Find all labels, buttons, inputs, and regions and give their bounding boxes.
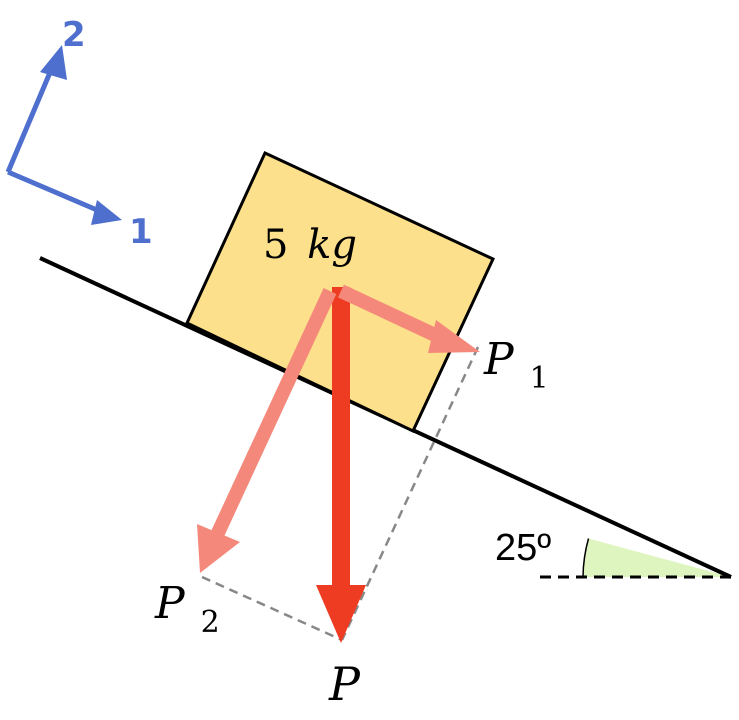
construction-lines <box>201 346 480 642</box>
axis-2-label: 2 <box>62 15 86 55</box>
axes-icon: 2 1 <box>5 15 153 252</box>
perpendicular-force-symbol: P <box>154 578 186 629</box>
angle-arc <box>582 538 590 578</box>
axis-1-arrowhead <box>91 200 122 225</box>
axis-2-arrowhead <box>40 45 67 80</box>
axis-2-arrow <box>5 62 57 173</box>
parallel-component-arrowhead <box>428 320 480 353</box>
perpendicular-component-shaft <box>210 288 337 538</box>
mass-label: 5 kg <box>263 222 357 268</box>
perpendicular-force-subscript: 2 <box>201 605 220 640</box>
axis-1-arrow <box>7 169 105 216</box>
parallel-force-symbol: P <box>483 334 515 385</box>
perpendicular-force-label: P 2 <box>154 578 220 640</box>
mass-unit: kg <box>307 222 357 268</box>
angle-wedge <box>583 538 731 577</box>
parallel-force-label: P 1 <box>483 334 549 396</box>
perpendicular-component-arrowhead <box>197 524 240 573</box>
parallel-force-subscript: 1 <box>530 361 549 396</box>
parallel-component-shaft <box>338 284 438 342</box>
angle-label: 25º <box>495 527 551 569</box>
weight-force-label: P <box>328 657 361 711</box>
weight-arrowhead <box>316 585 366 643</box>
mass-number: 5 <box>263 222 288 268</box>
axis-1-label: 1 <box>129 212 153 252</box>
